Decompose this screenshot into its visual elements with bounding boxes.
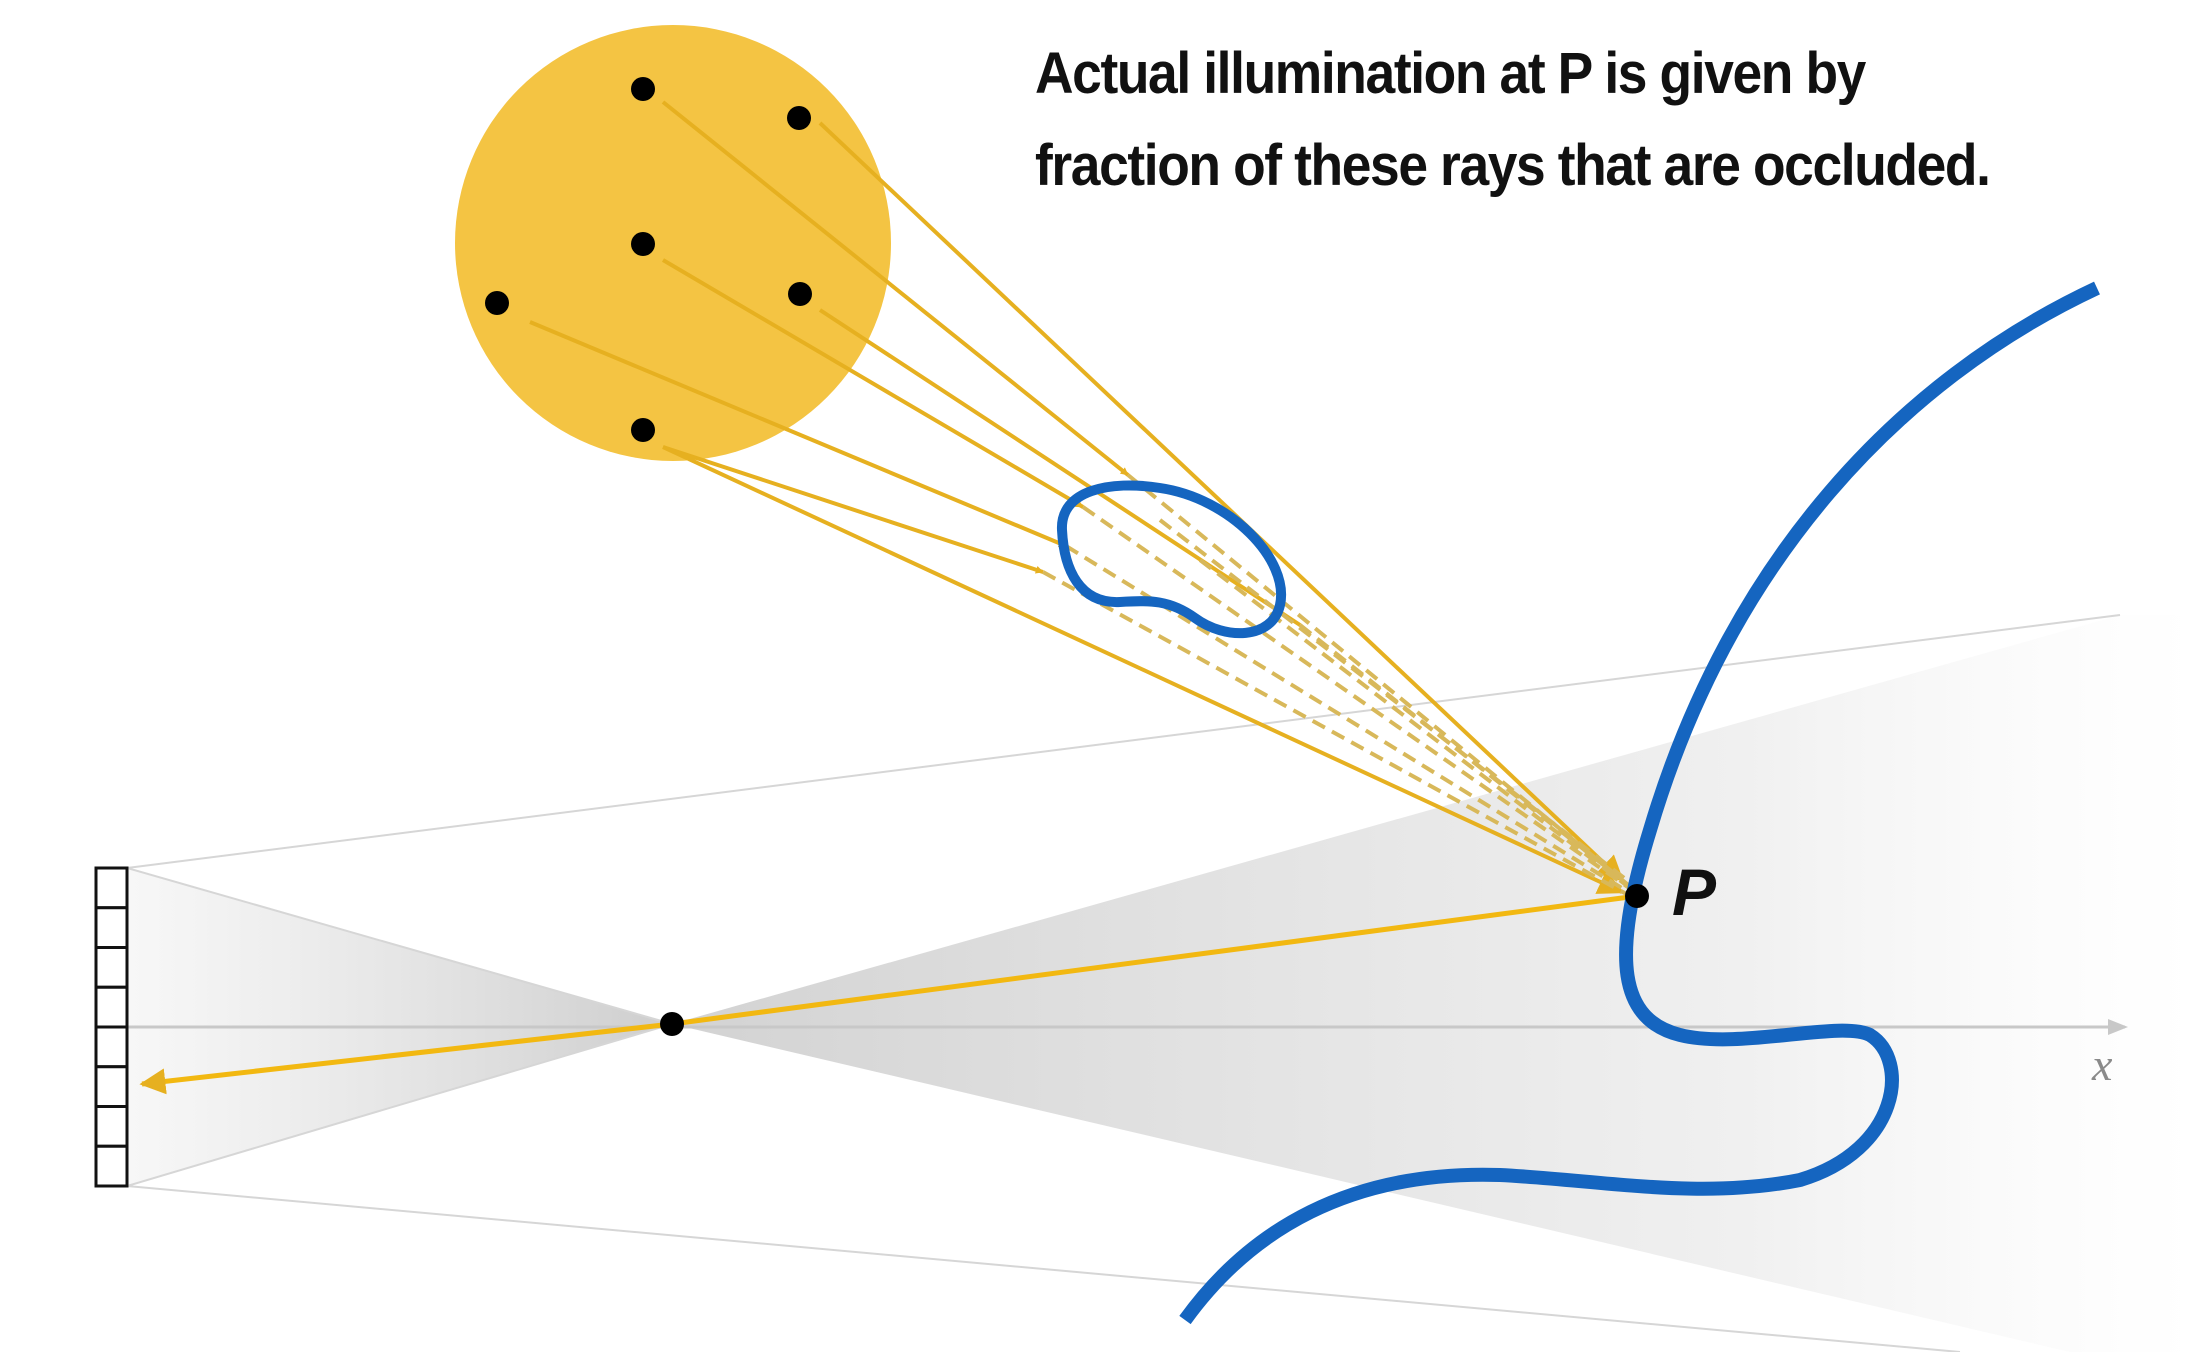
light-sample-5 bbox=[788, 282, 812, 306]
occluder bbox=[1057, 480, 1287, 639]
caption-line-2: fraction of these rays that are occluded… bbox=[1035, 133, 1991, 198]
axis-label-x: x bbox=[2091, 1039, 2113, 1090]
area-light bbox=[455, 25, 891, 461]
light-rays bbox=[529, 100, 1625, 894]
image-plane bbox=[94, 866, 129, 1188]
frustum-edge-lower-left bbox=[126, 1023, 673, 1187]
point-label-p: P bbox=[1672, 855, 1717, 929]
shading-point-p bbox=[1625, 884, 1649, 908]
ray-dashed-6 bbox=[1158, 518, 1634, 886]
ray-solid-6 bbox=[818, 308, 1302, 627]
light-sample-4 bbox=[485, 291, 509, 315]
image-plane-cell bbox=[94, 946, 129, 989]
ray-solid-1 bbox=[661, 100, 1130, 477]
frustum-edge-upper bbox=[126, 614, 2121, 869]
x-axis-arrowhead bbox=[2108, 1019, 2128, 1035]
caption: Actual illumination at P is given by fra… bbox=[1035, 28, 2065, 212]
image-plane-cell bbox=[94, 1105, 129, 1148]
light-sample-2 bbox=[787, 106, 811, 130]
ray-solid-3 bbox=[529, 320, 1067, 548]
ray-solid-5 bbox=[818, 121, 1624, 882]
ray-solid-2 bbox=[661, 258, 1085, 509]
light-sample-1 bbox=[631, 77, 655, 101]
ray-dashed-4 bbox=[1042, 570, 1631, 898]
image-plane-cell bbox=[94, 1025, 129, 1069]
ray-solid-7 bbox=[662, 445, 1625, 894]
image-plane-cell bbox=[94, 866, 129, 910]
image-plane-cell bbox=[94, 1065, 129, 1108]
light-sample-3 bbox=[631, 232, 655, 256]
frustum-edge-lower bbox=[126, 1185, 1961, 1352]
image-plane-cell bbox=[94, 906, 129, 949]
ray-dashed-2 bbox=[1081, 505, 1634, 892]
image-plane-cell bbox=[94, 1144, 129, 1188]
caption-line-1: Actual illumination at P is given by bbox=[1035, 41, 1866, 106]
light-samples bbox=[485, 77, 812, 442]
image-plane-cell bbox=[94, 985, 129, 1029]
frustum-edge-upper-left bbox=[126, 867, 673, 1025]
eye-ray-scene bbox=[671, 893, 1638, 1027]
eye-ray-sensor bbox=[139, 1021, 673, 1095]
pinhole-point bbox=[660, 1012, 684, 1036]
surface-curve bbox=[1179, 281, 2100, 1325]
ray-solid-4 bbox=[662, 445, 1044, 574]
light-sample-6 bbox=[631, 418, 655, 442]
frustum-right bbox=[672, 615, 2197, 1352]
